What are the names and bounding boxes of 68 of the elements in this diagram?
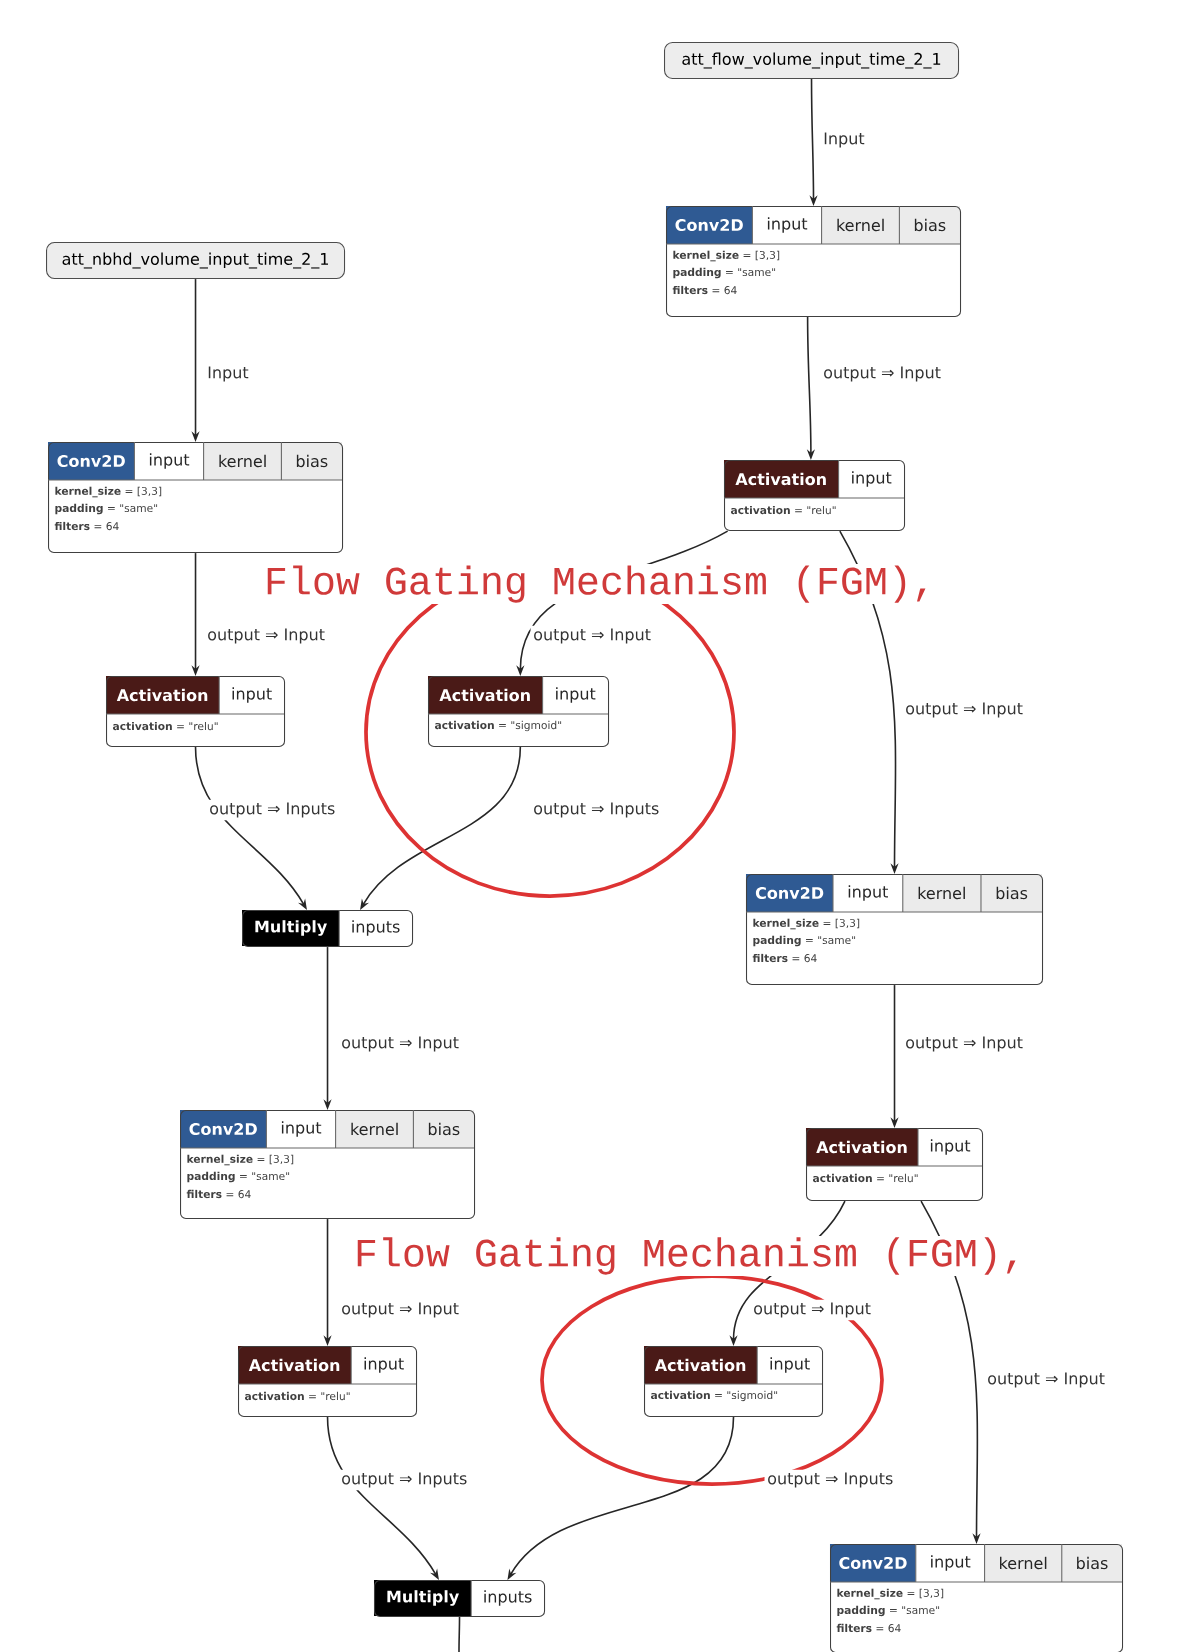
port-label: bias [1077,1556,1108,1570]
edge-label: output ⇒ Input [820,363,944,385]
port-label: input [149,453,190,469]
layer-type-label: Multiply [387,1590,459,1606]
port-label: input [364,1357,404,1373]
edge-label: output ⇒ Inputs [530,799,662,821]
edge-label: output ⇒ Input [902,1033,1026,1055]
layer-node [237,1345,418,1418]
edge-label: output ⇒ Input [750,1299,874,1321]
layer-node [829,1543,1124,1652]
edge-label: output ⇒ Input [338,1033,462,1055]
edge-label: output ⇒ Input [984,1369,1108,1391]
layer-type-label: Conv2D [755,886,824,900]
port-label: input [232,687,272,703]
port-label: bias [996,886,1028,900]
layer-type-label: Activation [248,1358,340,1372]
edge-label: output ⇒ Input [204,625,328,647]
layer-type-label: Conv2D [189,1122,257,1136]
edge-label: output ⇒ Inputs [338,1469,470,1491]
port-label: kernel [918,886,965,900]
port-label: kernel [837,218,884,232]
port-label: kernel [1000,1556,1047,1570]
layer-type-label: Activation [735,472,826,486]
port-label: input [556,687,596,703]
layer-type-label: Conv2D [57,454,125,468]
layer-node [665,205,962,318]
port-label: input [848,885,888,901]
layer-type-label: Activation [116,688,208,702]
port-label: bias [296,454,328,468]
annotation-text: Flow Gating Mechanism (FGM), [262,564,938,604]
edge-label: output ⇒ Inputs [764,1469,896,1491]
layer-node [427,675,610,748]
edge-label: output ⇒ Input [902,699,1026,721]
layer-type-label: Conv2D [839,1556,907,1570]
port-label: kernel [351,1122,398,1136]
port-label: input [767,217,808,233]
port-label: bias [914,218,946,232]
port-label: input [852,471,892,487]
edge-label: output ⇒ Input [530,625,654,647]
layer-type-label: Multiply [255,920,327,936]
layer-node [242,909,414,948]
port-label: inputs [352,920,400,936]
edge-label: output ⇒ Input [338,1299,462,1321]
port-label: input [770,1357,810,1373]
port-label: input [930,1139,971,1155]
port-label: input [931,1555,971,1571]
layer-node [105,675,286,748]
layer-type-label: Activation [439,688,530,702]
input-node: att_nbhd_volume_input_time_2_1 [46,242,346,280]
port-label: input [281,1121,322,1137]
layer-node [805,1127,984,1202]
layer-node [745,873,1044,986]
port-label: bias [428,1122,460,1136]
port-label: kernel [219,454,266,468]
layer-node [723,459,906,532]
layer-type-label: Activation [816,1140,907,1154]
layer-node [47,441,344,554]
layer-type-label: Activation [654,1358,746,1372]
port-label: inputs [484,1590,532,1606]
edge-label: Input [204,363,252,385]
edge-label: output ⇒ Inputs [206,799,338,821]
annotation-text: Flow Gating Mechanism (FGM), [352,1236,1028,1276]
layer-node [179,1109,476,1220]
edge-label: Input [820,129,868,151]
input-node: att_flow_volume_input_time_2_1 [664,42,960,80]
layer-node [643,1345,824,1418]
layer-type-label: Conv2D [675,218,743,232]
layer-node [374,1579,546,1618]
